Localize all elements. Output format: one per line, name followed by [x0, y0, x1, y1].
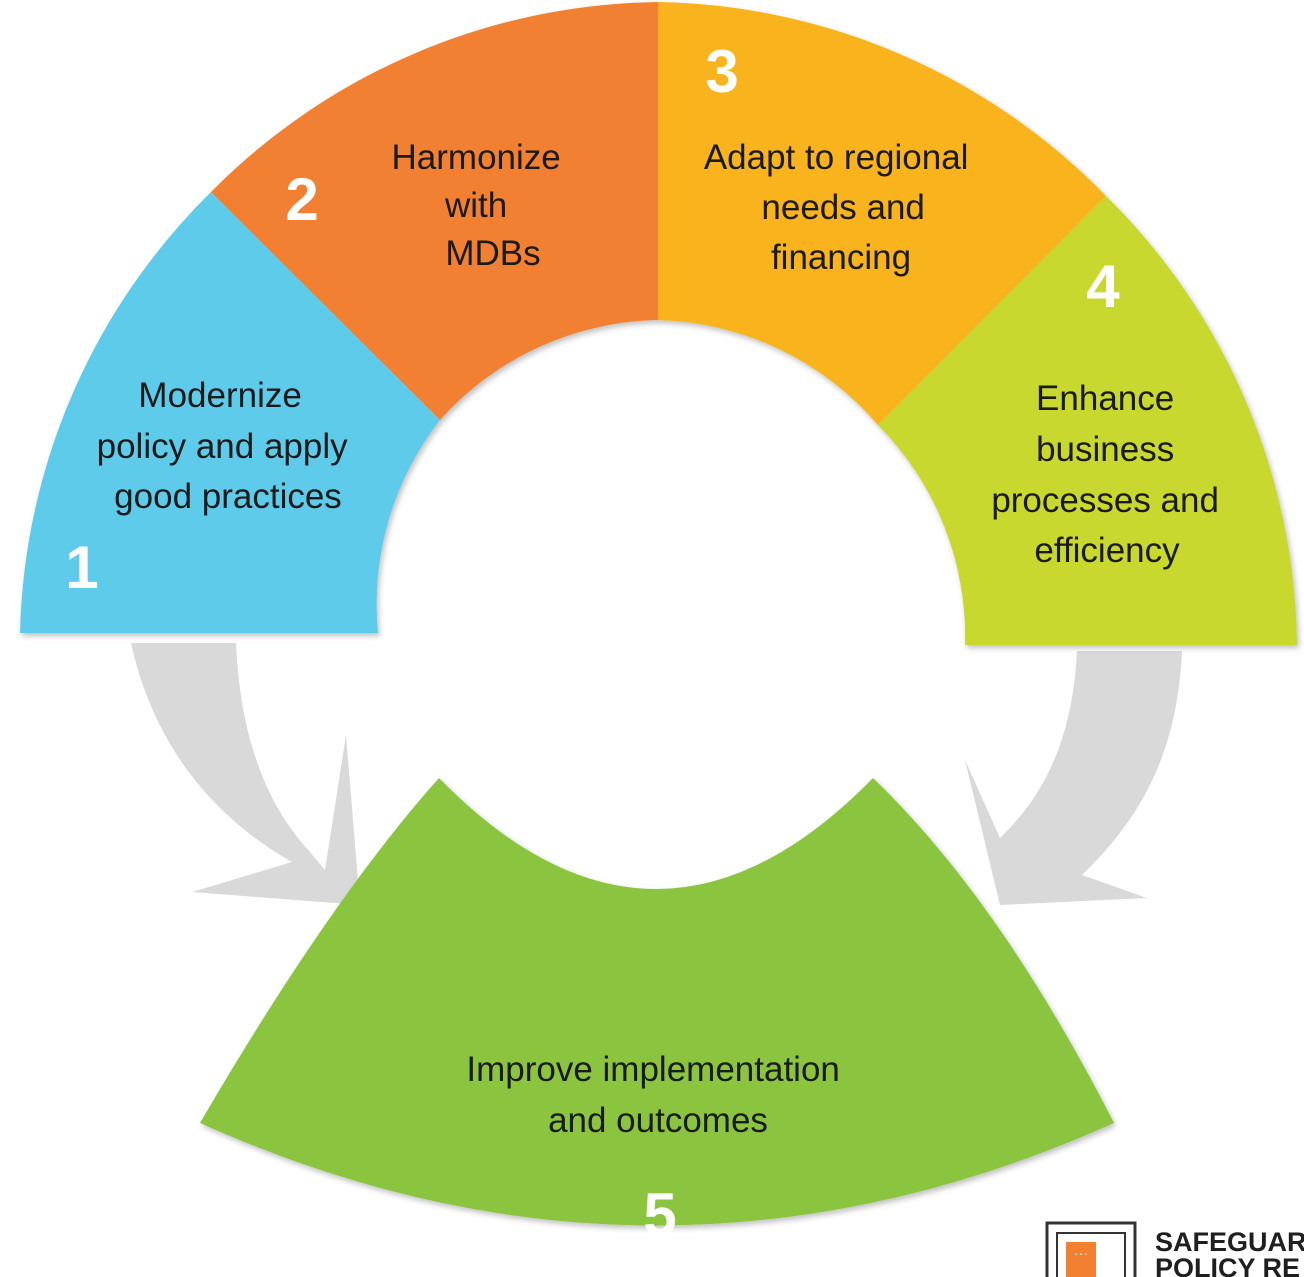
logo: ··· SAFEGUARD POLICY RE	[1045, 1221, 1304, 1277]
segment-4-shape	[878, 196, 1297, 645]
document-icon: ···	[1045, 1221, 1137, 1277]
segment-2-number: 2	[285, 166, 318, 233]
segment-3-line-3: financing	[771, 238, 911, 277]
segment-2-label: Harmonize with MDBs	[392, 138, 571, 273]
logo-line-2: POLICY RE	[1155, 1253, 1300, 1277]
segment-4-number: 4	[1086, 253, 1120, 320]
segment-3-line-1: Adapt to regional	[704, 138, 969, 177]
logo-accent-block	[1066, 1242, 1096, 1277]
segment-4-line-2: business	[1036, 430, 1174, 469]
segment-1-number: 1	[65, 534, 98, 601]
segment-3-shape	[658, 2, 1106, 425]
segment-1-label: Modernize policy and apply good practice…	[97, 376, 358, 516]
segment-1-line-1: Modernize	[138, 376, 301, 415]
segment-2-line-2: with	[444, 186, 507, 225]
segment-2-line-3: MDBs	[445, 234, 540, 273]
logo-line-1: SAFEGUARD	[1155, 1227, 1304, 1257]
segment-2-shape	[211, 2, 658, 420]
segment-5-label: Improve implementation and outcomes	[466, 1050, 849, 1140]
segment-5-line-2: and outcomes	[548, 1101, 768, 1140]
left-arrow	[131, 643, 360, 905]
segment-1-line-2: policy and apply	[97, 427, 348, 466]
segment-4-line-1: Enhance	[1036, 379, 1174, 418]
svg-text:···: ···	[1074, 1245, 1088, 1261]
segment-5-shape	[200, 778, 1114, 1226]
segment-5-number: 5	[643, 1181, 676, 1248]
segment-3-label: Adapt to regional needs and financing	[704, 138, 978, 277]
right-arrow	[965, 651, 1182, 905]
segment-4-line-4: efficiency	[1034, 531, 1180, 570]
segment-1-line-3: good practices	[114, 477, 342, 516]
segment-3-number: 3	[705, 38, 738, 105]
segment-5-line-1: Improve implementation	[466, 1050, 840, 1089]
segment-3-line-2: needs and	[761, 188, 924, 227]
segment-1-shape	[20, 192, 440, 633]
segment-2-line-1: Harmonize	[392, 138, 561, 177]
segment-4-line-3: processes and	[991, 481, 1219, 520]
segment-4-label: Enhance business processes and efficienc…	[991, 379, 1228, 570]
